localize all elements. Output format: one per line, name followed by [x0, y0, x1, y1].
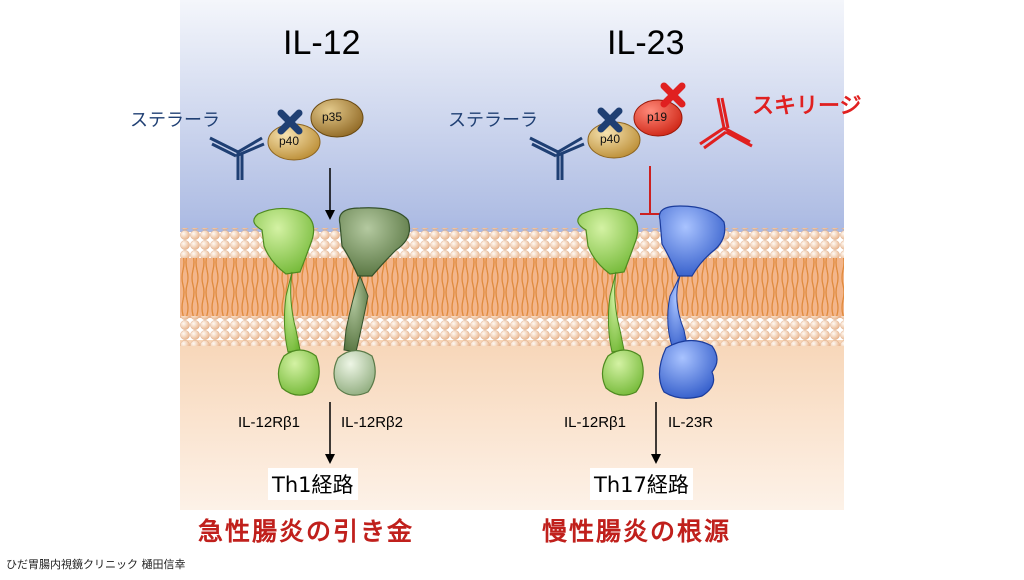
- th1-pathway-label: Th1経路: [268, 468, 358, 500]
- p35-label: p35: [322, 110, 343, 124]
- il12rb2-receptor: [333, 207, 411, 396]
- blue-block-x-icon-right: [597, 107, 623, 133]
- p40-label-left: p40: [279, 134, 300, 148]
- il23-title: IL-23: [607, 24, 685, 62]
- skyrizi-label: スキリージ: [752, 94, 862, 119]
- il12rb1-receptor-left: [253, 207, 320, 396]
- skyrizi-antibody-icon: [699, 97, 753, 150]
- il12rb1-receptor-right: [577, 207, 644, 396]
- il12rb1-label-left: IL-12Rβ1: [238, 414, 300, 431]
- extracellular-region: [180, 0, 844, 232]
- il12rb1-label-right: IL-12Rβ1: [564, 414, 626, 431]
- p40-label-right: p40: [600, 132, 621, 146]
- blue-block-x-icon: [277, 109, 303, 135]
- il23r-receptor: [658, 205, 726, 399]
- il23r-label: IL-23R: [668, 414, 714, 431]
- il12rb2-label: IL-12Rβ2: [341, 414, 403, 431]
- signal-arrow-icon: [325, 168, 335, 220]
- stelara-antibody-icon-right: [529, 136, 585, 180]
- right-caption: 慢性腸炎の根源: [542, 517, 732, 546]
- th17-arrow-icon: [651, 402, 661, 464]
- inhibition-icon: [640, 166, 660, 215]
- red-block-x-icon: [660, 82, 686, 108]
- left-caption: 急性腸炎の引き金: [198, 517, 415, 546]
- stelara-label-right: ステラーラ: [448, 110, 538, 131]
- th1-arrow-icon: [325, 402, 335, 464]
- p19-label: p19: [647, 110, 668, 124]
- footer-credit: ひだ胃腸内視鏡クリニック 樋田信幸: [6, 558, 186, 571]
- il12-title: IL-12: [283, 24, 361, 62]
- stelara-label-left: ステラーラ: [130, 110, 220, 131]
- th17-pathway-label: Th17経路: [590, 468, 693, 500]
- stelara-antibody-icon: [209, 136, 265, 180]
